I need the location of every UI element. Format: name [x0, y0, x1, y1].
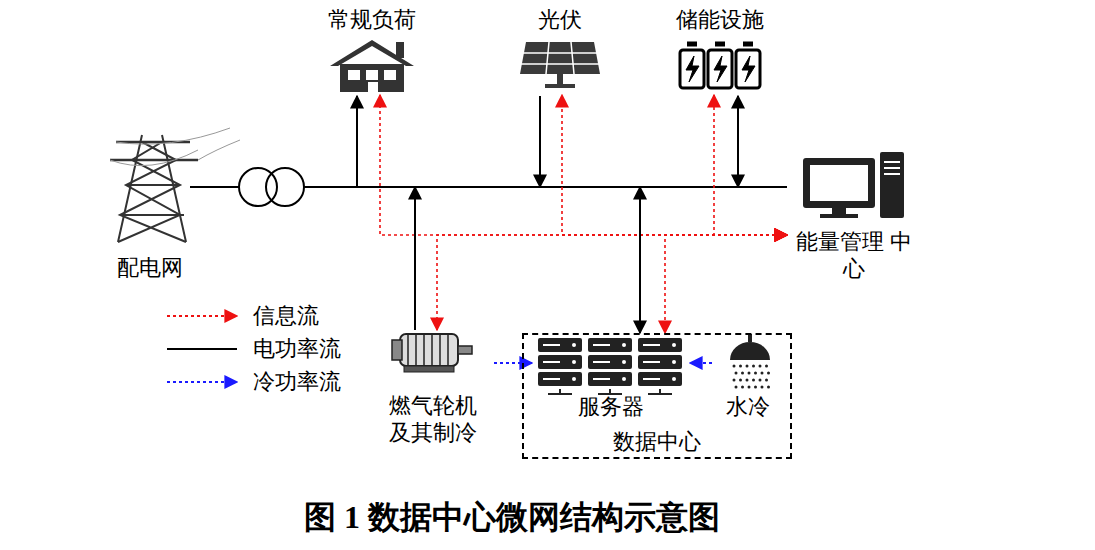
legend-label: 电功率流 [253, 334, 341, 364]
legend-item: 信息流 [165, 301, 319, 331]
icon-node: 能量管理 中心 [787, 148, 921, 284]
flow-connector [690, 362, 712, 364]
node-label: 数据中心 [610, 427, 704, 457]
icon-node: 储能设施 [668, 5, 772, 95]
flow-connector [714, 95, 787, 235]
legend-item: 电功率流 [165, 334, 341, 364]
tower-icon [110, 128, 240, 242]
computer-icon [803, 152, 904, 218]
flow-connector [437, 235, 787, 330]
node-label: 光伏 [535, 5, 585, 35]
power-flow-arrow [357, 96, 738, 333]
icon-node: 光伏 [515, 5, 605, 95]
node-label: 能量管理 中心 [787, 227, 921, 284]
gas-turbine-icon [392, 334, 472, 372]
icon-node: 配电网 [110, 128, 190, 283]
legend-item: 冷功率流 [165, 367, 341, 397]
flow-connector [562, 95, 787, 235]
group-box: 数据中心 服务器 水冷 [522, 333, 792, 459]
server-icon [538, 338, 682, 394]
transformer-symbol [239, 168, 304, 206]
node-label: 配电网 [114, 253, 186, 283]
figure-caption: 图 1 数据中心微网结构示意图 [0, 496, 1024, 540]
legend-sample [165, 372, 247, 392]
flow-connector [380, 95, 787, 235]
solar-panel-icon [520, 42, 600, 88]
legend-sample [165, 306, 247, 326]
flow-connector [494, 362, 532, 364]
legend-label: 信息流 [253, 301, 319, 331]
legend-label: 冷功率流 [253, 367, 341, 397]
legend-sample [165, 339, 247, 359]
node-label: 服务器 [575, 392, 647, 422]
node-label: 储能设施 [673, 5, 767, 35]
node-label: 常规负荷 [325, 5, 419, 35]
house-icon [330, 40, 414, 92]
icon-node: 常规负荷 [320, 5, 424, 95]
flow-connector [665, 235, 787, 333]
icon-node: 水冷 [712, 336, 784, 422]
icon-node: 燃气轮机 及其制冷 [372, 330, 494, 448]
node-label: 燃气轮机 及其制冷 [372, 391, 494, 448]
node-label: 水冷 [723, 392, 773, 422]
icon-node: 服务器 [532, 336, 690, 422]
battery-icon [680, 44, 760, 88]
water-cooling-icon [730, 334, 770, 389]
